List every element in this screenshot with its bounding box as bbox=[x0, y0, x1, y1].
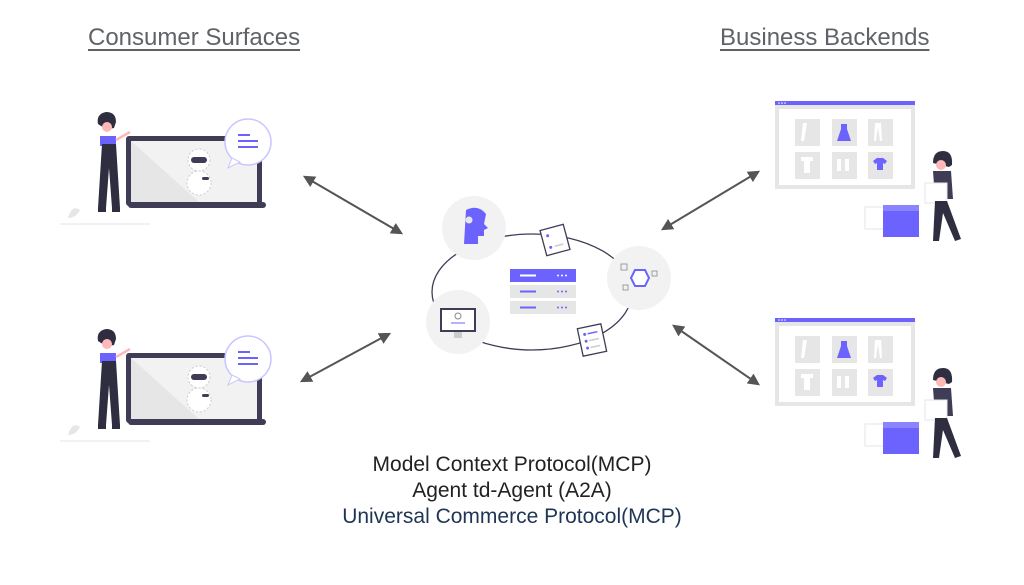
arrow-consumer2-hub bbox=[299, 332, 392, 383]
document-icon bbox=[539, 223, 571, 257]
business-backends-heading: Business Backends bbox=[720, 24, 930, 51]
business-backend-2 bbox=[774, 317, 962, 459]
checklist-icon bbox=[576, 323, 608, 357]
server-stack-icon bbox=[510, 269, 576, 314]
arrow-hub-backend2 bbox=[672, 324, 760, 386]
arrow-consumer1-hub bbox=[302, 175, 404, 235]
business-backend-1 bbox=[774, 100, 962, 242]
protocol-hub bbox=[426, 196, 671, 357]
head-icon bbox=[464, 207, 488, 244]
arrow-hub-backend1 bbox=[660, 170, 761, 231]
consumer-surfaces-heading: Consumer Surfaces bbox=[88, 24, 301, 51]
consumer-surface-1 bbox=[58, 110, 273, 226]
protocol-mcp-label: Model Context Protocol(MCP) bbox=[372, 453, 652, 476]
protocol-a2a-label: Agent td-Agent (A2A) bbox=[412, 479, 612, 502]
protocol-ucp-label: Universal Commerce Protocol(MCP) bbox=[342, 505, 682, 528]
consumer-surface-2 bbox=[58, 327, 273, 443]
network-hexagon-icon bbox=[620, 263, 658, 291]
monitor-icon bbox=[440, 308, 476, 338]
